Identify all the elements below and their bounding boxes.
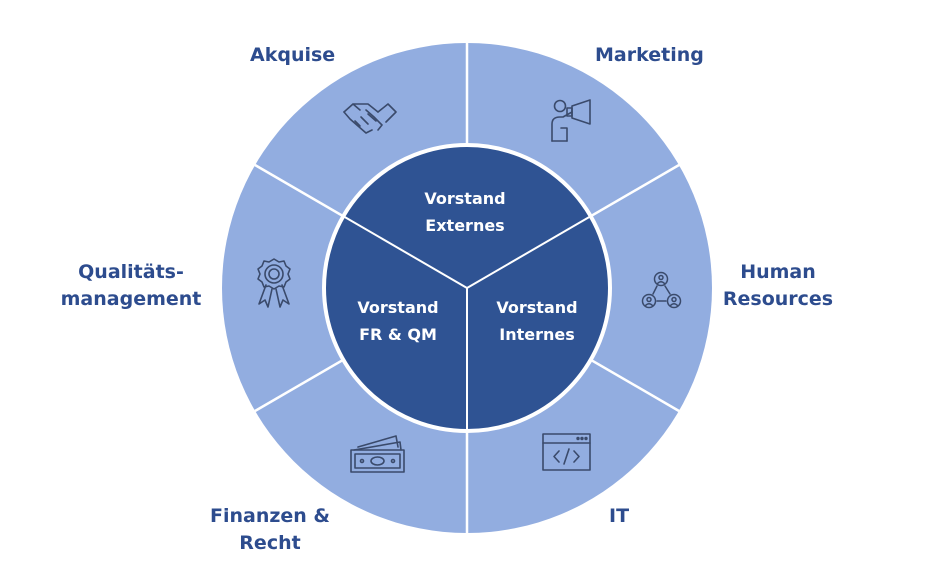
people-network-icon bbox=[641, 271, 682, 309]
finanzen-line-2: Recht bbox=[239, 532, 301, 554]
label-human-resources: Human Resources bbox=[722, 259, 834, 313]
label-finanzen-recht: Finanzen & Recht bbox=[204, 503, 336, 557]
qm-line-1: Qualitäts- bbox=[78, 261, 184, 283]
code-window-icon bbox=[542, 433, 591, 471]
banknotes-icon bbox=[350, 435, 405, 473]
label-marketing: Marketing bbox=[595, 42, 704, 69]
board-internes: Vorstand Internes bbox=[467, 294, 607, 348]
marketing-line-1: Marketing bbox=[595, 44, 704, 66]
inner-dividers bbox=[342, 215, 592, 431]
externes-line-2: Externes bbox=[425, 216, 505, 235]
qm-line-2: management bbox=[60, 288, 202, 310]
inner-divider-upper-right bbox=[466, 215, 592, 289]
label-it: IT bbox=[609, 503, 629, 530]
award-ribbon-icon bbox=[257, 258, 291, 308]
internes-line-2: Internes bbox=[499, 325, 575, 344]
handshake-icon bbox=[343, 103, 397, 134]
internes-line-1: Vorstand bbox=[496, 298, 578, 317]
frqm-line-1: Vorstand bbox=[357, 298, 439, 317]
board-externes: Vorstand Externes bbox=[395, 185, 535, 239]
hr-line-1: Human bbox=[740, 261, 816, 283]
it-line-1: IT bbox=[609, 505, 630, 527]
frqm-line-2: FR & QM bbox=[359, 325, 437, 344]
board-fr-qm: Vorstand FR & QM bbox=[328, 294, 468, 348]
akquise-line-1: Akquise bbox=[250, 44, 336, 66]
label-qualitaetsmanagement: Qualitäts- management bbox=[56, 259, 206, 313]
externes-line-1: Vorstand bbox=[424, 189, 506, 208]
hr-line-2: Resources bbox=[722, 288, 834, 310]
inner-divider-upper-left bbox=[342, 215, 468, 289]
label-akquise: Akquise bbox=[250, 42, 335, 69]
megaphone-person-icon bbox=[551, 99, 591, 142]
finanzen-line-1: Finanzen & bbox=[209, 505, 331, 527]
